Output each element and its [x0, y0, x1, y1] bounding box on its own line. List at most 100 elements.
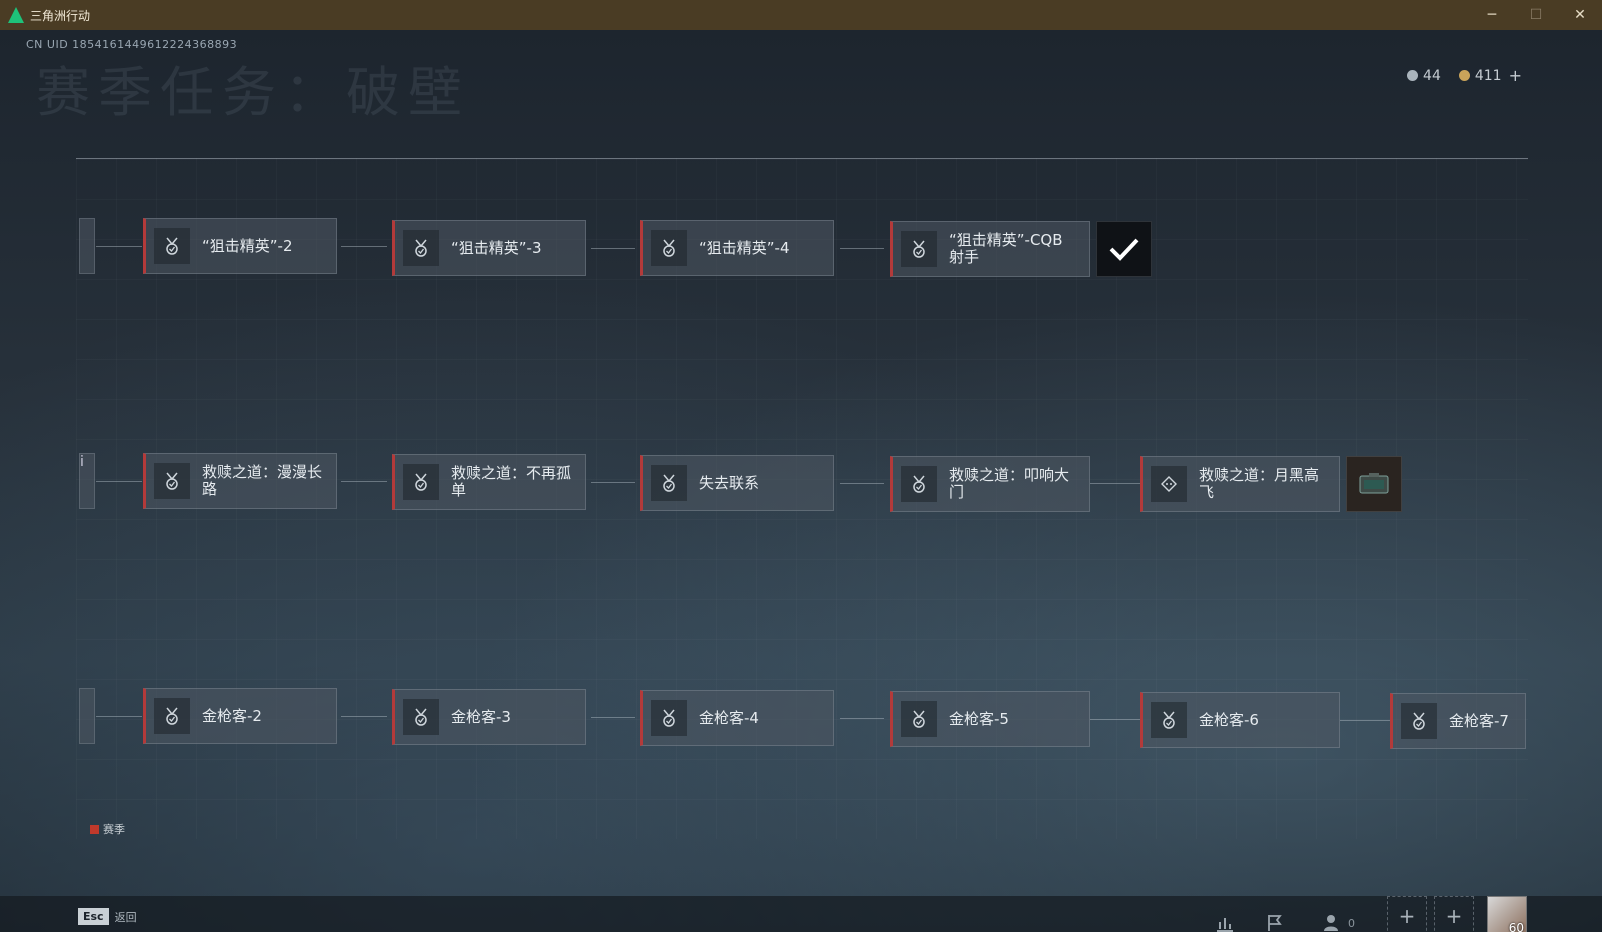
gold-coin-icon [1458, 70, 1470, 81]
close-button[interactable]: ✕ [1574, 7, 1586, 23]
medal-icon [901, 466, 937, 502]
task-label: 救赎之道：不再孤单 [451, 464, 572, 499]
task-label: “狙击精英”-3 [451, 238, 542, 257]
legend-swatch [90, 824, 99, 834]
task-node[interactable]: 金枪客-2 [143, 688, 337, 744]
medal-icon [651, 230, 687, 266]
task-node[interactable]: 救赎之道：月黑高飞 [1140, 456, 1340, 512]
esc-key-hint: Esc [78, 908, 109, 925]
window-title: 三角洲行动 [30, 8, 91, 23]
check-icon [1109, 238, 1139, 261]
player-level: 60 [1508, 921, 1524, 932]
maximize-button[interactable]: ☐ [1529, 7, 1543, 23]
player-avatar[interactable]: 60 [1487, 896, 1527, 932]
currency-gold-value: 411 [1474, 67, 1502, 84]
back-button[interactable]: Esc 返回 [78, 908, 137, 925]
task-label: 金枪客-3 [451, 707, 511, 726]
connector-line [96, 246, 142, 247]
connector-line [96, 481, 142, 482]
task-node[interactable]: “狙击精英”-4 [640, 220, 834, 276]
app-logo-icon [8, 7, 24, 23]
window-titlebar: 三角洲行动 ─ ☐ ✕ [0, 0, 1602, 30]
connector-line [341, 481, 387, 482]
row-stub[interactable] [79, 218, 95, 274]
team-count: 0 [1348, 916, 1355, 930]
connector-line [591, 482, 635, 483]
connector-line [341, 246, 387, 247]
task-label: “狙击精英”-2 [202, 236, 293, 255]
add-currency-button[interactable]: + [1508, 66, 1522, 85]
row-stub[interactable] [79, 688, 95, 744]
add-slot-1[interactable]: + [1387, 896, 1427, 932]
currency-gold[interactable]: 411 + [1458, 66, 1522, 85]
connector-line [1090, 719, 1140, 720]
medal-icon [651, 465, 687, 501]
equipment-case-icon [1359, 473, 1389, 494]
minimize-button[interactable]: ─ [1487, 7, 1497, 23]
legend: 赛季 [90, 821, 125, 837]
flag-icon[interactable] [1262, 910, 1288, 932]
bottom-bar: Esc 返回 0 + + 60 [0, 896, 1602, 932]
task-node[interactable]: “狙击精英”-CQB射手 [890, 221, 1090, 277]
connector-line [341, 716, 387, 717]
medal-icon [403, 464, 439, 500]
connector-line [1340, 720, 1390, 721]
waypoint-icon [1151, 466, 1187, 502]
medal-icon [901, 701, 937, 737]
reward-item[interactable] [1346, 456, 1402, 512]
task-node[interactable]: 金枪客-3 [392, 689, 586, 745]
page-title: 赛季任务：破壁 [36, 61, 470, 124]
connector-line [840, 718, 884, 719]
task-node[interactable]: 救赎之道：叩响大门 [890, 456, 1090, 512]
currency-bar: 44 411 + [1407, 66, 1522, 85]
connector-line [591, 248, 635, 249]
connector-line [591, 717, 635, 718]
currency-silver: 44 [1407, 66, 1441, 85]
medal-icon [154, 698, 190, 734]
medal-icon [651, 700, 687, 736]
task-node[interactable]: 失去联系 [640, 455, 834, 511]
task-node[interactable]: 金枪客-7 [1390, 693, 1526, 749]
task-label: “狙击精英”-4 [699, 238, 790, 257]
stats-icon[interactable] [1212, 910, 1238, 932]
task-label: 金枪客-6 [1199, 710, 1259, 729]
add-slot-2[interactable]: + [1434, 896, 1474, 932]
team-icon [1324, 915, 1338, 931]
medal-icon [154, 463, 190, 499]
task-label: 救赎之道：月黑高飞 [1199, 466, 1320, 501]
medal-icon [1401, 703, 1437, 739]
task-node[interactable]: 救赎之道：不再孤单 [392, 454, 586, 510]
task-label: 金枪客-7 [1449, 711, 1509, 730]
medal-icon [403, 230, 439, 266]
task-label: 救赎之道：漫漫长路 [202, 463, 323, 498]
task-node[interactable]: “狙击精英”-2 [143, 218, 337, 274]
connector-line [1090, 483, 1140, 484]
task-label: 金枪客-5 [949, 709, 1009, 728]
connector-line [96, 716, 142, 717]
row-stub[interactable]: i [79, 453, 95, 509]
reward-check[interactable] [1096, 221, 1152, 277]
task-node[interactable]: 金枪客-5 [890, 691, 1090, 747]
task-node[interactable]: 救赎之道：漫漫长路 [143, 453, 337, 509]
team-button[interactable]: 0 [1322, 910, 1368, 932]
medal-icon [1151, 702, 1187, 738]
main-stage: CN UID 1854161449612224368893 赛季任务：破壁 44… [0, 30, 1602, 932]
task-node[interactable]: “狙击精英”-3 [392, 220, 586, 276]
back-label: 返回 [114, 910, 137, 924]
medal-icon [154, 228, 190, 264]
task-label: 金枪客-2 [202, 706, 262, 725]
task-label: 失去联系 [699, 473, 760, 492]
medal-icon [403, 699, 439, 735]
task-label: 救赎之道：叩响大门 [949, 466, 1070, 501]
uid-label: CN UID 1854161449612224368893 [26, 38, 238, 51]
legend-label: 赛季 [103, 823, 125, 836]
task-node[interactable]: 金枪客-6 [1140, 692, 1340, 748]
medal-icon [901, 231, 937, 267]
connector-line [840, 248, 884, 249]
task-label: “狙击精英”-CQB射手 [949, 231, 1063, 266]
task-node[interactable]: 金枪客-4 [640, 690, 834, 746]
silver-coin-icon [1407, 70, 1419, 81]
connector-line [840, 483, 884, 484]
task-label: 金枪客-4 [699, 708, 759, 727]
currency-silver-value: 44 [1423, 67, 1441, 84]
